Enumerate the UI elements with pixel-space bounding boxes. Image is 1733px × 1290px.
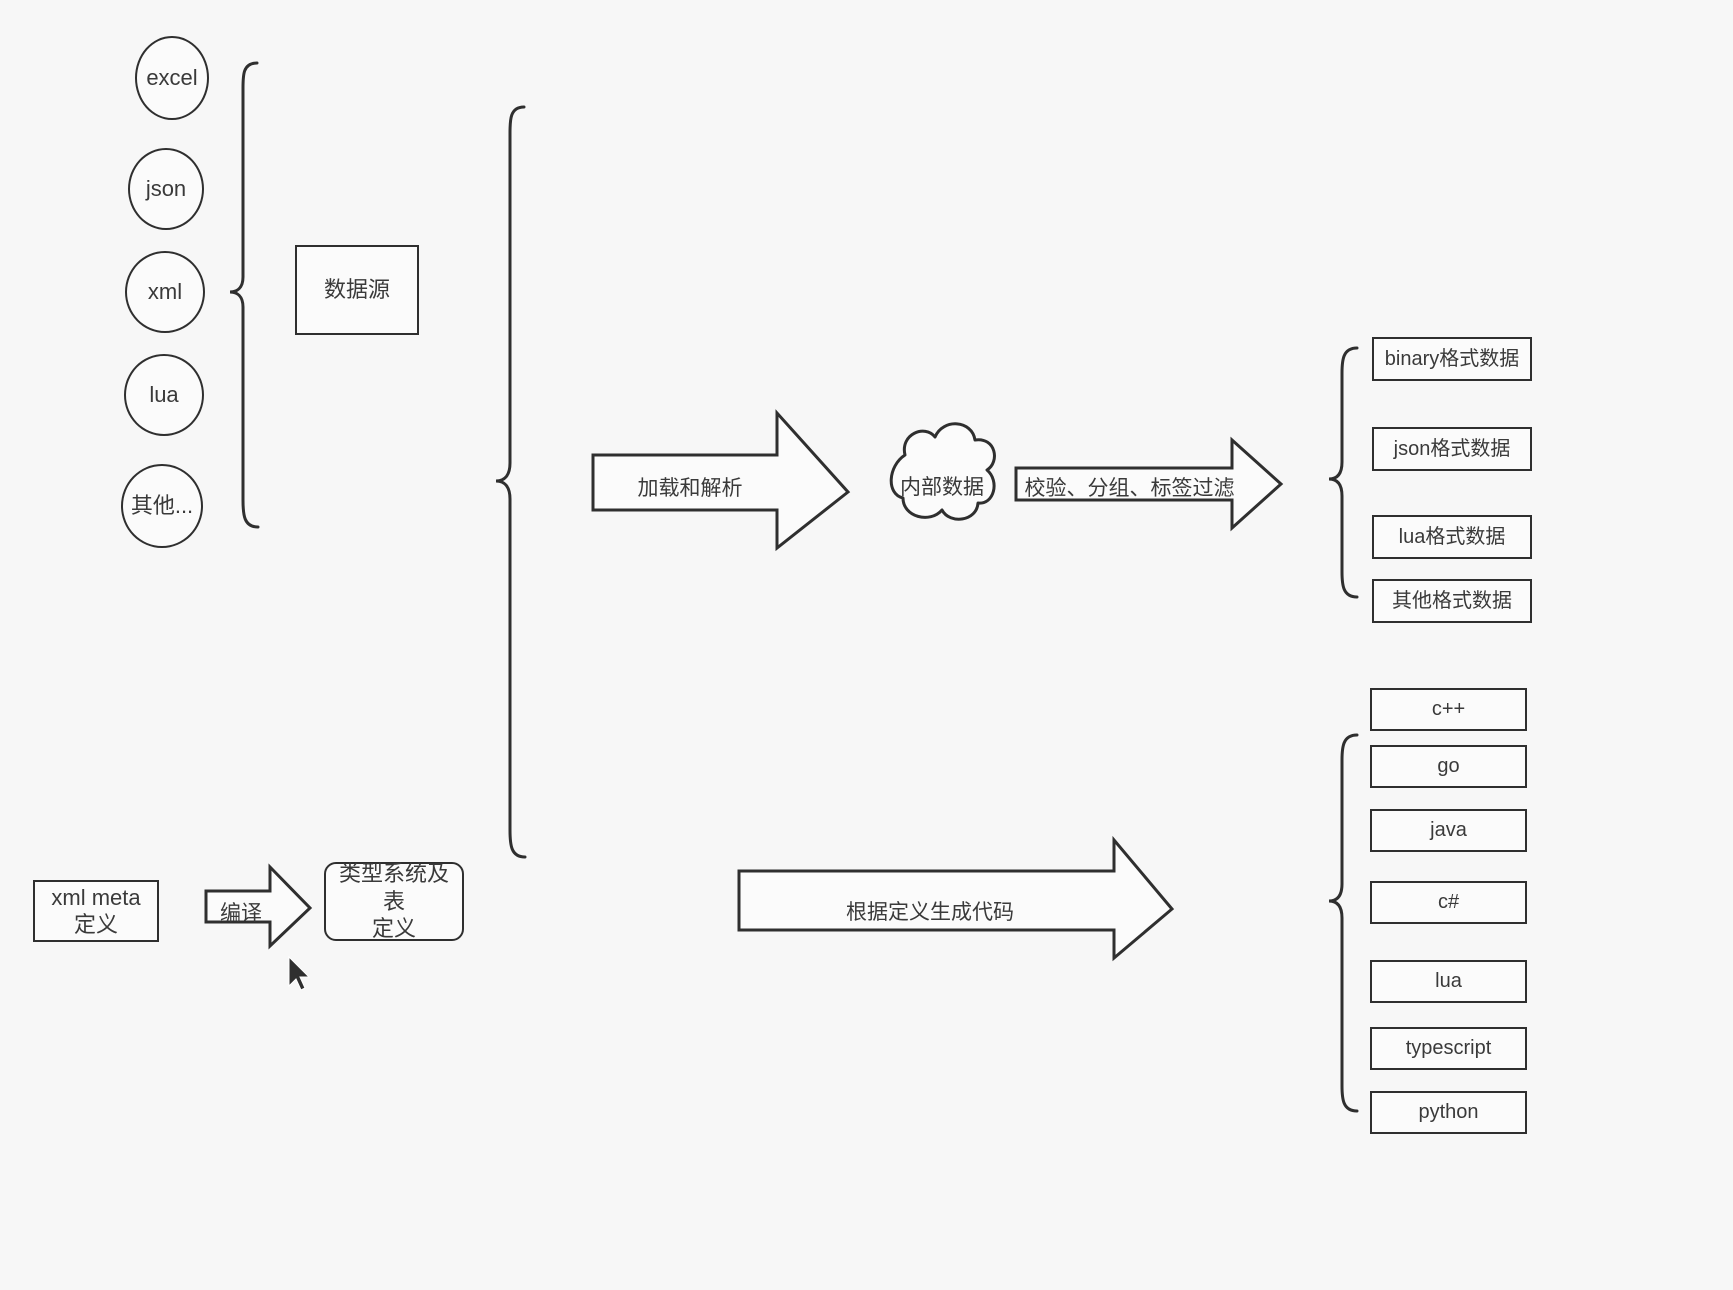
languages-brace bbox=[1328, 733, 1359, 1113]
output-language-lua[interactable]: lua bbox=[1370, 960, 1527, 1003]
output-language-java[interactable]: java bbox=[1370, 809, 1527, 852]
load-parse-arrow-label: 加载和解析 bbox=[637, 477, 743, 500]
source-circle-xml[interactable]: xml bbox=[125, 251, 205, 333]
output-language-typescript[interactable]: typescript bbox=[1370, 1027, 1527, 1070]
output-language-label: java bbox=[1430, 819, 1467, 841]
output-format-other[interactable]: 其他格式数据 bbox=[1372, 579, 1532, 623]
compile-arrow-label: 编译 bbox=[220, 902, 262, 925]
output-format-binary[interactable]: binary格式数据 bbox=[1372, 337, 1532, 381]
output-language-cpp[interactable]: c++ bbox=[1370, 688, 1527, 731]
xml-meta-definition-box[interactable]: xml meta定义 bbox=[33, 880, 159, 942]
source-circle-other[interactable]: 其他... bbox=[121, 464, 203, 548]
type-system-label: 类型系统及表 定义 bbox=[338, 861, 449, 942]
output-language-label: c++ bbox=[1431, 698, 1466, 720]
source-circle-excel[interactable]: excel bbox=[135, 36, 209, 120]
data-formats-brace bbox=[1328, 346, 1359, 599]
source-label: lua bbox=[149, 382, 179, 408]
output-language-csharp[interactable]: c# bbox=[1370, 881, 1527, 924]
output-format-lua[interactable]: lua格式数据 bbox=[1372, 515, 1532, 559]
internal-data-label: 内部数据 bbox=[900, 476, 984, 499]
output-language-label: c# bbox=[1437, 891, 1460, 913]
output-language-python[interactable]: python bbox=[1370, 1091, 1527, 1134]
pipeline-brace bbox=[495, 105, 527, 859]
codegen-arrow-label: 根据定义生成代码 bbox=[846, 901, 1014, 924]
output-format-label: lua格式数据 bbox=[1398, 525, 1506, 548]
source-label: json bbox=[145, 176, 187, 202]
sources-brace bbox=[229, 61, 260, 529]
source-label: excel bbox=[146, 65, 198, 91]
source-circle-lua[interactable]: lua bbox=[124, 354, 204, 436]
source-circle-json[interactable]: json bbox=[128, 148, 204, 230]
output-language-label: go bbox=[1437, 755, 1460, 777]
output-language-label: lua bbox=[1435, 970, 1462, 992]
output-format-label: 其他格式数据 bbox=[1392, 589, 1512, 612]
mouse-cursor bbox=[288, 955, 311, 991]
output-language-label: python bbox=[1418, 1101, 1479, 1123]
validate-filter-arrow-label: 校验、分组、标签过滤 bbox=[1024, 477, 1235, 500]
source-label: xml bbox=[147, 279, 183, 305]
xml-meta-definition-label: xml meta定义 bbox=[51, 884, 141, 938]
source-label: 其他... bbox=[130, 493, 194, 519]
output-language-label: typescript bbox=[1405, 1037, 1492, 1059]
output-format-label: json格式数据 bbox=[1393, 437, 1511, 460]
data-source-box[interactable]: 数据源 bbox=[295, 245, 419, 335]
type-system-box[interactable]: 类型系统及表 定义 bbox=[324, 861, 464, 942]
data-source-label: 数据源 bbox=[323, 277, 390, 303]
output-format-json[interactable]: json格式数据 bbox=[1372, 427, 1532, 471]
output-language-go[interactable]: go bbox=[1370, 745, 1527, 788]
output-format-label: binary格式数据 bbox=[1384, 347, 1520, 370]
